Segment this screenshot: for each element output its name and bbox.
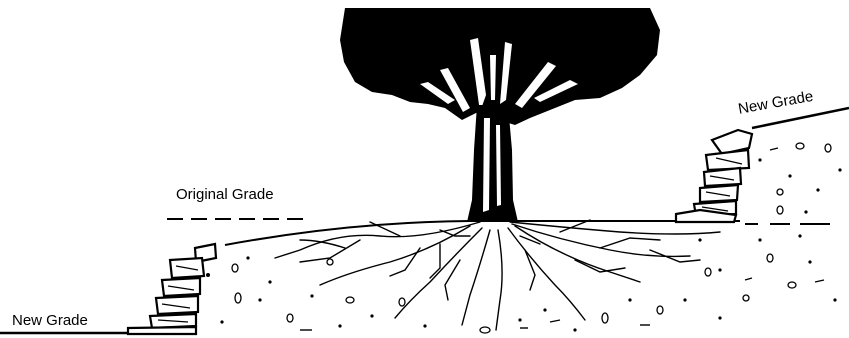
right-retaining-wall (676, 130, 752, 222)
tree-roots (275, 220, 720, 330)
new-grade-left-label: New Grade (12, 313, 88, 328)
soil-dots (206, 158, 842, 331)
original-grade-label: Original Grade (176, 187, 274, 202)
